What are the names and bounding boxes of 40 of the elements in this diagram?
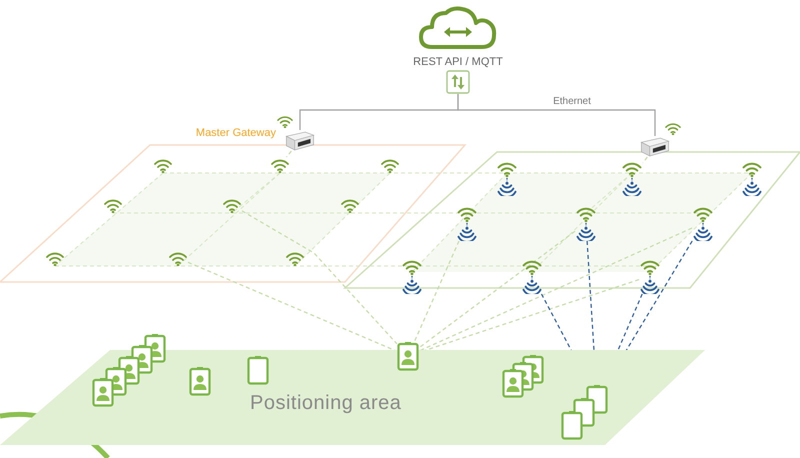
anchor-icon: [741, 160, 763, 196]
dashed-signal-line: [414, 240, 460, 342]
anchor-icon: [270, 157, 290, 173]
dashed-signal-line: [188, 262, 398, 352]
dashed-signal-line: [242, 210, 398, 344]
person-tag-icon: [502, 368, 524, 398]
cloud-icon: [418, 5, 498, 51]
gateway-device-icon: [284, 130, 316, 151]
anchor-icon: [340, 197, 360, 213]
anchor-icon: [621, 160, 643, 196]
dashed-signal-line: [418, 227, 692, 352]
anchor-icon: [153, 157, 173, 173]
anchor-icon: [521, 258, 543, 294]
anchor-icon: [496, 160, 518, 196]
anchor-icon: [45, 250, 65, 266]
anchor-icon: [103, 197, 123, 213]
tag-icon: [561, 410, 583, 440]
gateway-device-icon: [639, 136, 671, 157]
person-tag-icon: [189, 366, 211, 396]
person-tag-icon: [92, 377, 114, 407]
anchor-icon: [692, 205, 714, 241]
anchor-icon: [401, 258, 423, 294]
node-label: Master Gateway: [196, 127, 276, 139]
area-label: Positioning area: [250, 392, 402, 415]
anchor-icon: [168, 250, 188, 266]
person-tag-icon: [397, 341, 419, 371]
node-label: REST API / MQTT: [413, 56, 503, 68]
edge-label: Ethernet: [553, 96, 591, 107]
anchor-icon: [575, 205, 597, 241]
anchor-icon: [285, 250, 305, 266]
connector-line: [457, 94, 656, 136]
data-exchange-icon: [446, 70, 470, 94]
dashed-signal-line: [642, 156, 648, 164]
anchor-icon: [456, 205, 478, 241]
anchor-icon: [380, 157, 400, 173]
dashed-signal-line: [286, 150, 292, 158]
tag-icon: [247, 355, 269, 385]
anchor-icon: [222, 197, 242, 213]
anchor-icon: [639, 258, 661, 294]
dashed-signal-line: [418, 230, 576, 348]
